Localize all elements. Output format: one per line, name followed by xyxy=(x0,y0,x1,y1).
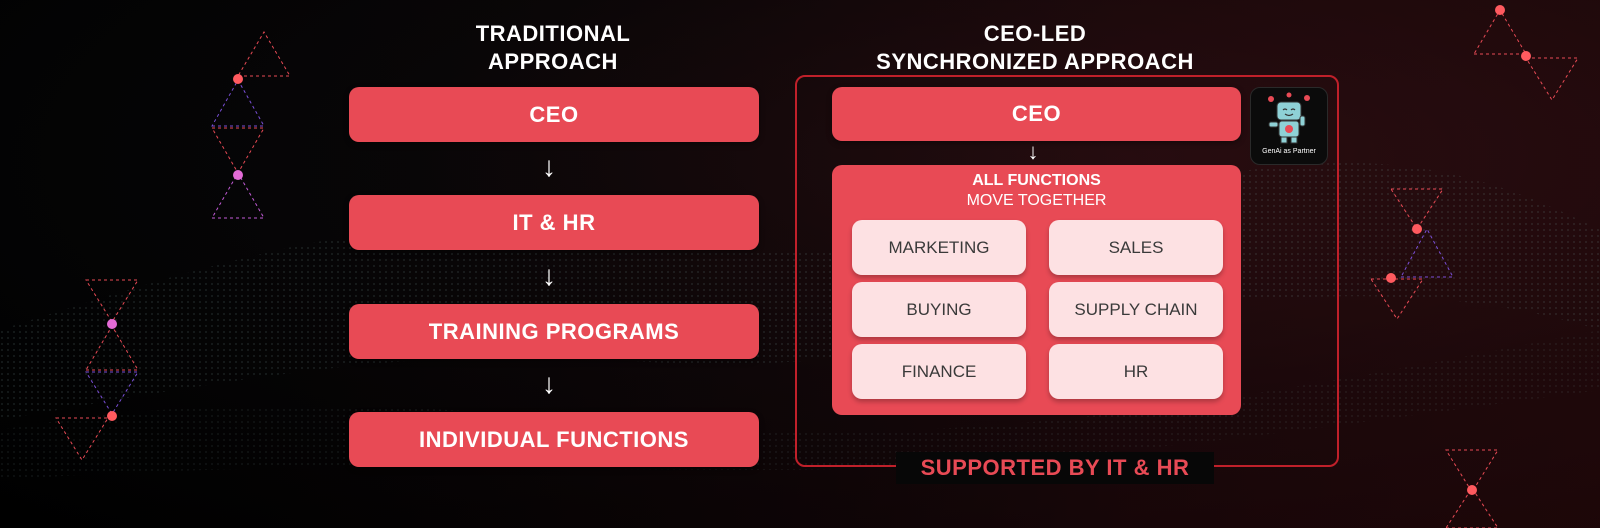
traditional-approach-title: TRADITIONAL APPROACH xyxy=(475,21,631,74)
function-finance: FINANCE xyxy=(852,344,1026,399)
traditional-step-individual-functions: INDIVIDUAL FUNCTIONS xyxy=(349,412,759,467)
robot-icon xyxy=(1268,92,1310,144)
group-title: ALL FUNCTIONS xyxy=(972,172,1101,189)
arrow-down-icon: ↓ xyxy=(542,368,556,399)
function-supply-chain: SUPPLY CHAIN xyxy=(1049,282,1223,337)
decorative-triangles-left-lower xyxy=(55,279,139,461)
genai-badge: GenAi as Partner xyxy=(1250,87,1328,165)
synchronized-approach-title: CEO-LED SYNCHRONIZED APPROACH xyxy=(876,21,1194,74)
decorative-triangles-right-bottom xyxy=(1445,449,1499,528)
decorative-triangles-left xyxy=(211,31,291,219)
traditional-step-training-programs: TRAINING PROGRAMS xyxy=(349,304,759,359)
decorative-triangles-right-mid xyxy=(1370,188,1454,320)
function-hr: HR xyxy=(1049,344,1223,399)
group-subtitle: MOVE TOGETHER xyxy=(966,192,1107,209)
function-sales: SALES xyxy=(1049,220,1223,275)
badge-label: GenAi as Partner xyxy=(1262,148,1316,155)
arrow-down-icon: ↓ xyxy=(542,151,556,182)
supported-by-label: SUPPORTED BY IT & HR xyxy=(896,452,1214,484)
all-functions-group: ALL FUNCTIONS MOVE TOGETHER MARKETING SA… xyxy=(832,165,1241,415)
decorative-triangles-right-top xyxy=(1473,5,1579,101)
function-buying: BUYING xyxy=(852,282,1026,337)
function-marketing: MARKETING xyxy=(852,220,1026,275)
arrow-down-icon: ↓ xyxy=(1027,139,1039,164)
synchronized-ceo: CEO xyxy=(832,87,1241,141)
traditional-step-ceo: CEO xyxy=(349,87,759,142)
arrow-down-icon: ↓ xyxy=(542,260,556,291)
traditional-step-it-hr: IT & HR xyxy=(349,195,759,250)
